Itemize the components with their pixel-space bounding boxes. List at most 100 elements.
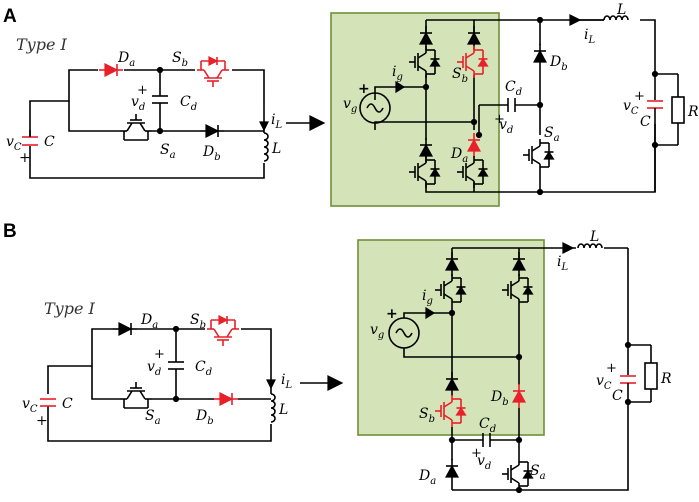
label-sa: S (544, 125, 554, 141)
label-c: C (62, 396, 73, 412)
diode-db (199, 124, 225, 138)
label-ig: i (392, 64, 396, 80)
label-ig: i (422, 288, 426, 304)
svg-text:vd: vd (131, 94, 145, 113)
svg-text:+: + (19, 150, 31, 166)
svg-text:+: + (494, 112, 505, 127)
label-il: i (281, 372, 285, 388)
svg-text:iL: iL (271, 112, 282, 131)
label-vc: v (623, 98, 631, 114)
inductor-l (270, 393, 276, 423)
diode-db (533, 43, 547, 69)
svg-text:vC: vC (623, 98, 639, 117)
label-db: D (549, 54, 561, 70)
label-vg: v (370, 322, 378, 338)
svg-text:vd: vd (499, 117, 513, 136)
switch-sb (206, 315, 240, 347)
label-sa: S (160, 142, 170, 158)
right-circuit-b: L iL ig vg + Sb Db Cd vd + Da Sa vC + C … (357, 229, 672, 494)
svg-text:vd: vd (477, 453, 491, 472)
right-circuit-a: vg + ig Sb Da Cd vd + Db Sa L iL vC + C … (330, 2, 699, 207)
label-sa: S (530, 463, 540, 479)
label-cd: C (479, 416, 490, 432)
label-c: C (612, 388, 623, 404)
svg-text:Sb: Sb (419, 406, 435, 425)
svg-text:Db: Db (490, 389, 509, 408)
svg-text:Cd: Cd (180, 94, 197, 113)
label-r: R (687, 104, 699, 120)
switch-sa (119, 381, 153, 409)
svg-text:+: + (386, 306, 398, 322)
label-db: D (490, 389, 502, 405)
label-db: D (202, 144, 214, 160)
label-vd: v (131, 94, 139, 110)
label-cd: C (180, 94, 191, 110)
label-vc: v (6, 134, 14, 150)
svg-text:Sa: Sa (160, 142, 176, 161)
svg-text:ig: ig (422, 288, 433, 307)
svg-text:+: + (358, 81, 370, 97)
label-il: i (557, 254, 561, 270)
label-cd: C (505, 79, 516, 95)
svg-text:vg: vg (343, 96, 357, 115)
label-cd: C (195, 359, 206, 375)
transform-arrow-a (286, 115, 326, 131)
svg-text:Db: Db (195, 408, 214, 427)
svg-text:vC: vC (22, 396, 38, 415)
svg-text:Sa: Sa (530, 463, 546, 482)
svg-text:iL: iL (584, 27, 595, 46)
svg-text:Db: Db (549, 54, 568, 73)
label-l: L (278, 402, 288, 418)
svg-text:Sa: Sa (544, 125, 560, 144)
switch-sa (501, 457, 534, 491)
svg-text:Da: Da (140, 312, 158, 331)
label-vg: v (343, 96, 351, 112)
svg-text:vd: vd (147, 359, 161, 378)
label-l: L (271, 141, 281, 157)
label-vc: v (22, 396, 30, 412)
label-da: D (450, 146, 462, 162)
svg-text:Cd: Cd (479, 416, 496, 435)
label-sa: S (145, 408, 155, 424)
label-il: i (584, 27, 588, 43)
label-vd: v (499, 117, 507, 133)
label-c: C (640, 114, 651, 130)
transform-arrow-b (300, 375, 344, 391)
svg-text:+: + (634, 89, 645, 104)
svg-text:iL: iL (557, 254, 568, 273)
svg-text:iL: iL (281, 372, 292, 391)
svg-text:+: + (137, 83, 148, 98)
svg-text:+: + (606, 361, 617, 376)
svg-text:ig: ig (392, 64, 403, 83)
label-sb: S (452, 66, 462, 82)
panel-letter: A (3, 6, 17, 27)
type-label: Type I (16, 35, 68, 54)
svg-text:Db: Db (202, 144, 221, 163)
svg-text:vg: vg (370, 322, 384, 341)
panel-letter: B (3, 221, 17, 242)
label-sb: S (172, 50, 182, 66)
label-vd: v (477, 453, 485, 469)
svg-text:Sb: Sb (172, 50, 188, 69)
svg-text:Da: Da (450, 146, 468, 165)
label-vc: v (596, 373, 604, 389)
type-label: Type I (44, 299, 96, 318)
left-circuit-b: Da Sb vd + Cd vC C + Sa Db iL L (22, 312, 292, 442)
panel-b: B Type I Da Sb (3, 221, 672, 494)
label-vd: v (147, 359, 155, 375)
panel-a: A Type I (3, 2, 699, 207)
svg-text:vC: vC (596, 373, 612, 392)
label-sb: S (190, 312, 200, 328)
svg-text:vC: vC (6, 134, 22, 153)
label-r: R (660, 371, 672, 387)
left-circuit-a: vC C + Da Sb vd + Cd Sa Db iL L (6, 50, 282, 179)
label-da: D (140, 312, 152, 328)
svg-text:Cd: Cd (505, 79, 522, 98)
svg-text:Da: Da (418, 468, 436, 487)
label-il: i (271, 112, 275, 128)
svg-text:Sb: Sb (190, 312, 206, 331)
svg-text:Cd: Cd (195, 359, 212, 378)
label-c: C (44, 134, 55, 150)
svg-text:Sb: Sb (452, 66, 468, 85)
